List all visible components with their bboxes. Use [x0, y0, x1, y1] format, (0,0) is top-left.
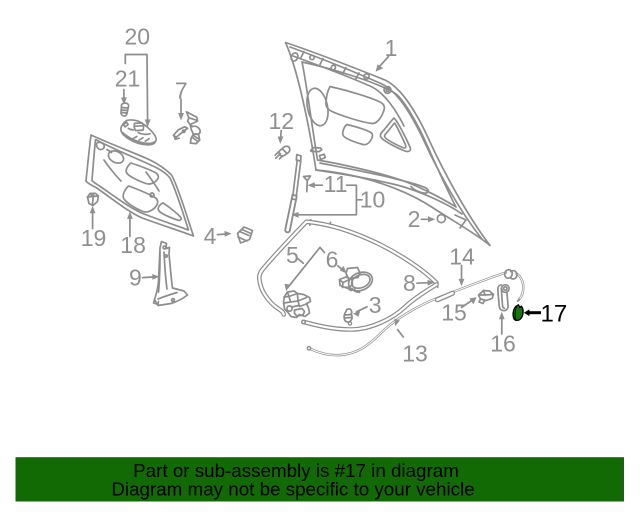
- svg-text:9: 9: [129, 264, 142, 290]
- svg-text:18: 18: [120, 232, 146, 258]
- svg-text:15: 15: [441, 300, 467, 326]
- svg-text:Part or sub-assembly is #17 in: Part or sub-assembly is #17 in diagram: [133, 460, 459, 481]
- svg-text:10: 10: [360, 187, 386, 213]
- svg-text:8: 8: [403, 270, 416, 296]
- svg-text:11: 11: [324, 171, 348, 197]
- svg-text:21: 21: [115, 65, 141, 91]
- svg-text:12: 12: [269, 108, 295, 134]
- svg-text:5: 5: [286, 242, 299, 268]
- svg-text:7: 7: [175, 78, 188, 104]
- svg-text:20: 20: [125, 24, 151, 50]
- svg-text:3: 3: [369, 292, 382, 318]
- svg-text:2: 2: [408, 206, 421, 232]
- svg-text:19: 19: [81, 225, 107, 251]
- svg-text:13: 13: [402, 341, 428, 367]
- svg-text:6: 6: [326, 247, 339, 273]
- svg-text:Diagram may not be specific to: Diagram may not be specific to your vehi…: [111, 479, 474, 500]
- svg-text:17: 17: [541, 300, 568, 327]
- svg-text:16: 16: [490, 331, 516, 357]
- svg-text:14: 14: [449, 244, 475, 270]
- svg-text:4: 4: [204, 223, 217, 249]
- svg-text:1: 1: [385, 35, 398, 61]
